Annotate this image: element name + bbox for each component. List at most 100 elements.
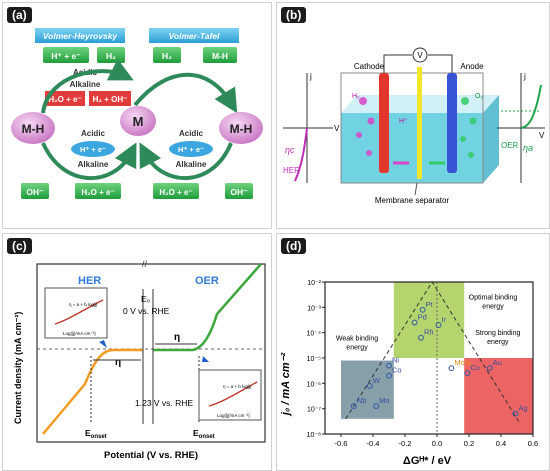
region-strong [464,358,533,434]
data-point-co [386,372,392,379]
x-tick-label: -0.2 [399,439,412,448]
x-tick-label: -0.6 [335,439,348,448]
h2-oh-red-text: H₂ + OH⁻ [93,95,128,104]
point-label-ir: Ir [442,315,447,324]
h2-text-left: H₂ [106,51,116,61]
her-axis-v-label: V [334,124,340,133]
v123-label: 1.23 V vs. RHE [135,398,193,408]
data-point-mos₂ [448,365,455,372]
y-tick-label: 10⁻³ [307,305,321,312]
h-plus-e-oval-left-text: H⁺ + e⁻ [80,145,106,154]
x-tick-label: 0.6 [528,439,538,448]
tafel-inset-oer [198,369,262,421]
data-point-rh [418,334,424,341]
h2-bubbles [356,97,375,156]
data-point-pd [411,319,418,326]
point-label-w: W [373,376,381,385]
cathode-electrode [379,73,389,173]
o2-bubble-label: O₂ [475,93,483,100]
h2-oh-red-box [89,91,131,106]
cathode-label: Cathode [354,62,385,71]
her-polarization-curve [42,348,143,435]
point-label-ni: Ni [392,356,399,365]
inset-oer-x: Log(|j|/mA cm⁻²) [217,413,250,418]
data-point-pt [419,306,426,313]
x-tick-label: 0.4 [496,439,506,448]
point-label-ag: Ag [518,404,527,413]
her-curve [294,127,308,182]
eta-oer-label: η [174,332,180,343]
electrolyte-tank [341,113,483,183]
h2o-e-red-text: H₂O + e⁻ [48,95,81,104]
point-label-mos₂: MoS₂ [454,358,472,367]
acidic-label-mid-left: Acidic [81,129,106,138]
h2-text-right: H₂ [162,51,172,61]
m-ball-center-text: M [133,114,144,129]
data-point-cu [464,370,471,377]
panel-c-tag: (c) [7,238,32,254]
alkaline-label-top: Alkaline [70,80,101,89]
e-onset-her-label: Eonset [85,428,107,440]
volcano-trend-line [345,281,521,425]
oer-curve [520,84,542,129]
data-point-nb [350,403,357,410]
her-label-b: HER [283,166,300,175]
m-h-text-top: M-H [212,51,228,61]
h2o-e-red-box [45,91,85,106]
her-axis-j-label: j [309,72,312,81]
y-tick-label: 10⁻⁸ [307,432,321,439]
panel-a-tag: (a) [7,7,32,23]
inset-her-x: Log(|j|/mA cm⁻²) [63,331,96,336]
oh-text-left: OH⁻ [26,187,44,197]
h-plus-e-oval-left [71,141,115,157]
onset-arrow-her [99,340,107,348]
h-plus-e-text-top: H⁺ + e⁻ [51,51,81,61]
alkaline-label-mid-left: Alkaline [78,160,109,169]
eta-a-label: ηa [523,143,533,153]
point-label-co: Co [392,366,402,375]
eta-c-label: ηc [285,145,295,155]
h2-box-right [153,47,181,63]
panel-a: (a) Volmer-Heyrovsky Volmer-Tafel H⁺ + e… [2,2,272,229]
h-plus-e-oval-right-text: H⁺ + e⁻ [178,145,204,154]
point-label-au: Au [493,358,502,367]
point-label-mo: Mo [379,396,389,405]
data-point-ag [512,410,519,417]
inset-oer-eq: η = a + b log|j| [223,384,251,389]
xlabel-d: ΔGᴴ* / eV [403,455,452,467]
y-tick-label: 10⁻⁵ [307,356,321,363]
membrane-separator [417,67,422,179]
ylabel-d: j₀ / mA cm⁻² [280,353,292,418]
volmer-tafel-header [149,28,239,43]
y-tick-label: 10⁻⁷ [307,407,321,414]
volmer-heyrovsky-label: Volmer-Heyrovsky [43,31,119,41]
point-label-pd: Pd [418,313,427,322]
m-h-ball-right [219,112,263,144]
oer-axis-j-label: j [523,72,526,81]
region-weak [341,360,394,419]
oh-box-left [21,183,49,199]
panel-b: (b) V Cathode Anode H₂ O₂ H⁺ Membrane se… [276,2,550,229]
y-tick-label: 10⁻⁴ [307,331,322,338]
point-label-rh: Rh [424,328,434,337]
h2o-e-box-left [75,183,121,199]
h2o-e-box-right [153,183,199,199]
zero-v-label: 0 V vs. RHE [123,306,170,316]
point-label-nb: Nb [357,396,367,405]
m-h-box-top [203,47,237,63]
ylabel-c: Current density (mA cm⁻²) [13,312,23,424]
x-tick-label: 0.2 [464,439,474,448]
membrane-label: Membrane separator [375,196,450,205]
water-electrolyzer-diagram: V Cathode Anode H₂ O₂ H⁺ Membrane separa… [283,47,545,205]
h2o-e-text-right: H₂O + e⁻ [159,188,192,197]
anode-label: Anode [460,62,484,71]
hydrogen-mechanism-diagram: Volmer-Heyrovsky Volmer-Tafel H⁺ + e⁻ H₂… [11,28,263,199]
h2o-e-text-left: H₂O + e⁻ [81,188,114,197]
oer-label-b: OER [501,141,519,150]
tafel-inset-her [44,287,108,339]
x-tick-label: -0.4 [367,439,380,448]
h-plus-e-oval-right [169,141,213,157]
